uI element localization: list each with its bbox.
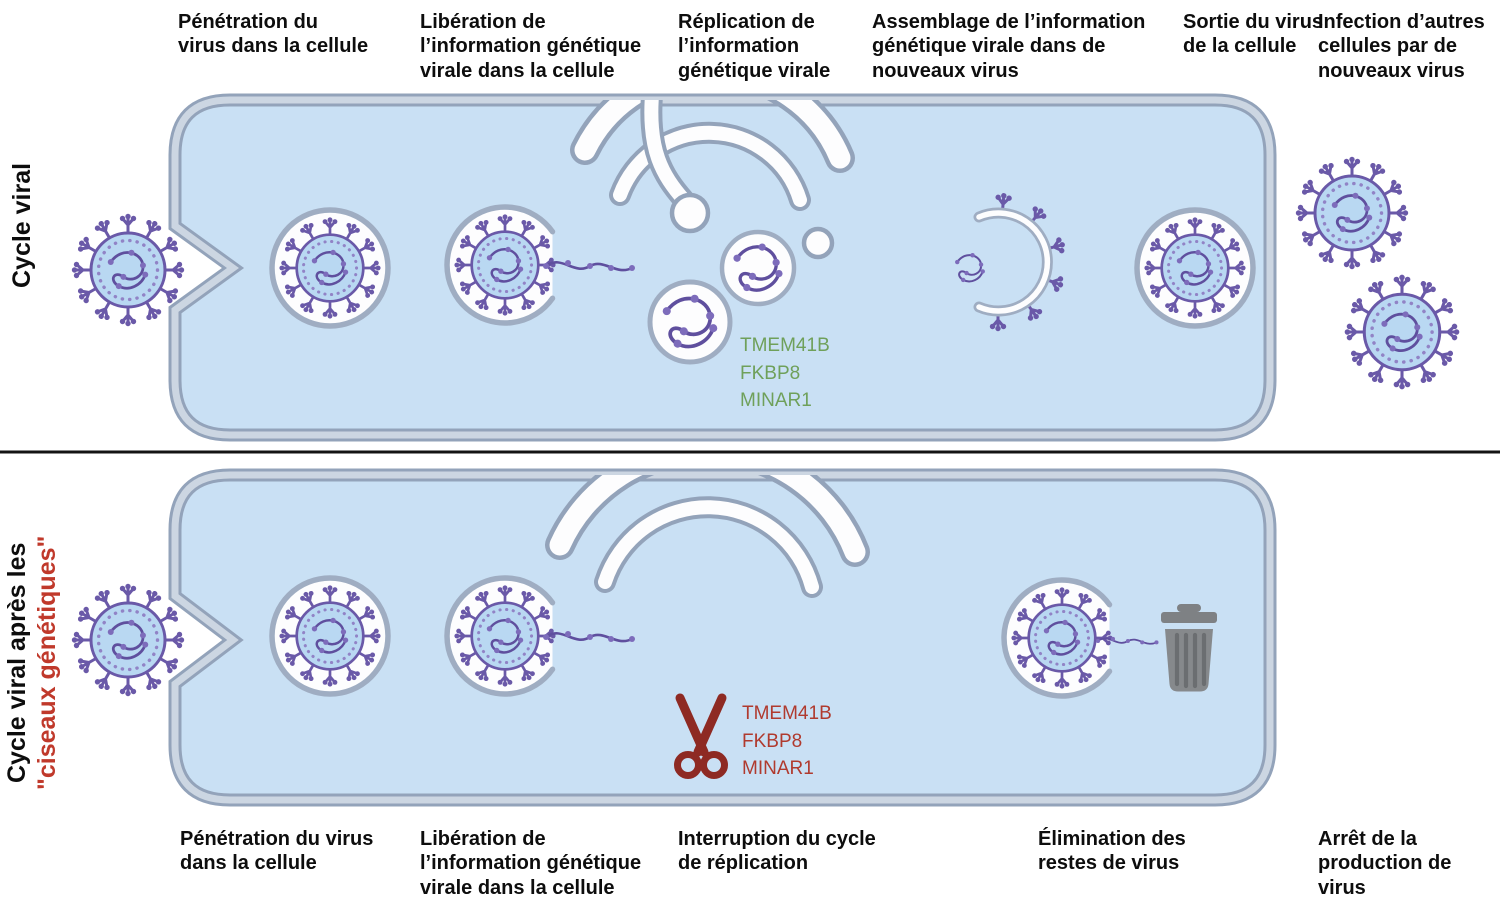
cycle-after-scissors-label: Cycle viral après les "ciseaux génétique…	[3, 536, 62, 790]
virus-entering-bottom	[72, 584, 184, 696]
golgi-apparatus-bottom	[545, 475, 870, 598]
virus-remnant-vesicle	[1004, 580, 1113, 696]
stage-label-bottom-penetration: Pénétration du virus dans la cellule	[180, 828, 374, 875]
stage-label-top-liberation: Libération de l’information génétique vi…	[420, 11, 642, 82]
virus-in-vesicle-top	[272, 210, 388, 326]
virus-in-vesicle-bottom	[272, 578, 388, 694]
scissors-icon	[674, 693, 728, 779]
trash-icon	[1161, 604, 1217, 692]
cycle-viral-label: Cycle viral	[8, 162, 36, 288]
virus-exiting-cell	[1137, 210, 1253, 326]
stage-label-top-sortie: Sortie du virus de la cellule	[1183, 11, 1324, 58]
new-virus-2	[1345, 275, 1460, 390]
cycle-after-scissors-line1: Cycle viral après les	[3, 542, 31, 784]
stage-label-top-infection: Infection d’autres cellules par de nouve…	[1318, 11, 1485, 82]
stage-label-top-assemblage: Assemblage de l’information génétique vi…	[872, 11, 1146, 82]
stage-label-top-replication: Réplication de l’information génétique v…	[678, 11, 831, 82]
stage-label-bottom-elimination: Élimination des restes de virus	[1038, 828, 1186, 875]
new-virus-1	[1296, 157, 1408, 269]
stage-label-bottom-interruption: Interruption du cycle de réplication	[678, 828, 876, 875]
golgi-apparatus-top	[570, 100, 855, 260]
virus-releasing-rna-top	[447, 207, 556, 323]
gene-list-bottom: TMEM41B FKBP8 MINAR1	[742, 703, 832, 780]
cycle-after-scissors-line2: "ciseaux génétiques"	[32, 535, 61, 790]
virus-entering-top	[72, 214, 184, 326]
virus-releasing-rna-bottom	[447, 578, 556, 694]
stage-label-bottom-liberation: Libération de l’information génétique vi…	[420, 828, 642, 899]
gene-list-top: TMEM41B FKBP8 MINAR1	[740, 335, 830, 412]
stage-label-bottom-arret: Arrêt de la production de virus	[1318, 828, 1452, 899]
replication-vesicle-1	[650, 282, 730, 362]
replication-vesicle-2	[722, 232, 794, 304]
stage-label-top-penetration: Pénétration du virus dans la cellule	[178, 11, 369, 58]
